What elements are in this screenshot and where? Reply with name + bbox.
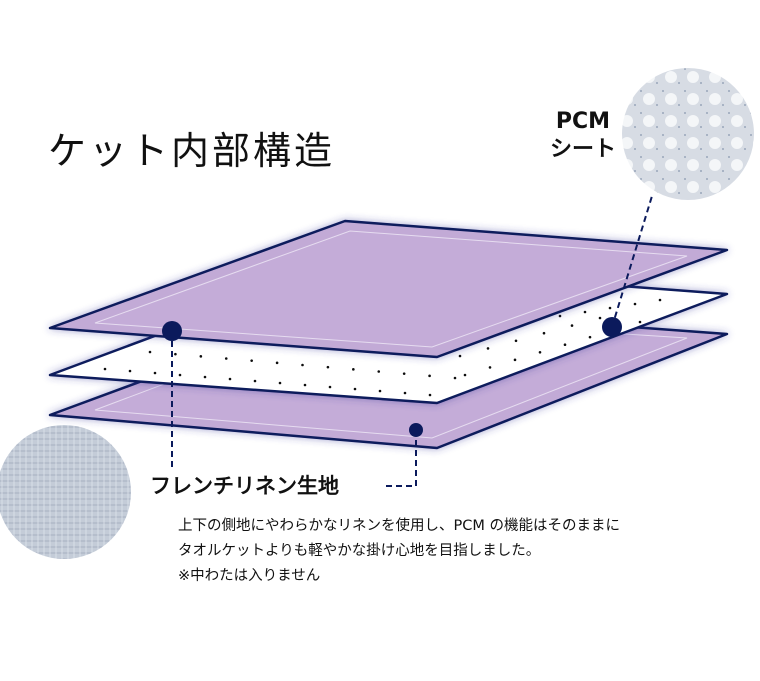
pcm-dot (598, 316, 602, 320)
page-title: ケット内部構造 (48, 129, 336, 173)
pcm-dot (542, 331, 546, 335)
pcm-dot (178, 373, 182, 377)
top-linen-sheet (48, 219, 729, 359)
pcm-dot (224, 357, 228, 360)
top-sheet-marker-dot (162, 321, 182, 341)
pcm-dot (103, 367, 107, 371)
description-line: 上下の側地にやわらかなリネンを使用し、PCM の機能はそのままに (178, 518, 620, 534)
pcm-dot (563, 343, 567, 347)
pcm-label-line1: PCM (555, 109, 611, 134)
pcm-dot (488, 366, 492, 369)
pcm-dot (638, 320, 642, 324)
pcm-dot (353, 387, 357, 391)
pcm-dot (570, 324, 574, 327)
pcm-leader-line (611, 195, 653, 328)
pcm-dot (174, 352, 177, 356)
pcm-dot (203, 375, 207, 379)
description-line: タオルケットよりも軽やかな掛け心地を目指しました。 (178, 543, 541, 559)
pcm-dot (253, 379, 257, 383)
pcm-dot (558, 314, 562, 318)
pcm-dot (458, 354, 462, 358)
linen-fabric-label: フレンチリネン生地 (150, 474, 339, 498)
pcm-dot (378, 389, 382, 393)
pcm-dot (275, 361, 279, 365)
linen-texture-image (0, 425, 131, 559)
pcm-dot (228, 377, 232, 381)
pcm-dot (463, 373, 467, 377)
pcm-dot (513, 358, 517, 362)
pcm-dot (199, 355, 203, 358)
pcm-dot (250, 359, 253, 362)
pcm-dot (403, 391, 407, 395)
pcm-dot (328, 385, 332, 389)
pcm-marker-dot (602, 317, 622, 337)
pcm-dot (278, 381, 282, 385)
pcm-dot (583, 310, 587, 314)
pcm-dot (301, 363, 304, 367)
description-text: 上下の側地にやわらかなリネンを使用し、PCM の機能はそのままに タオルケットよ… (178, 514, 620, 589)
pcm-dot (428, 393, 432, 397)
pcm-dot (303, 383, 307, 387)
pcm-dot (453, 376, 457, 380)
pcm-dot (377, 370, 381, 373)
pcm-dot (608, 306, 612, 310)
pcm-dot (538, 350, 542, 354)
pcm-dot (402, 372, 406, 375)
pcm-dot (486, 347, 490, 350)
pcm-dot (514, 339, 518, 343)
pcm-dot-pattern (103, 298, 662, 397)
pcm-dot (633, 302, 637, 306)
pcm-dot (128, 369, 132, 373)
pcm-sheet-texture-image (622, 68, 754, 200)
pcm-label-line2: シート (549, 137, 616, 162)
pcm-dot (428, 374, 431, 378)
pcm-sheet-label: PCM シート (538, 108, 628, 164)
pcm-dot (148, 350, 152, 354)
bottom-sheet-marker-dot (409, 423, 423, 437)
pcm-dot (153, 371, 157, 375)
pcm-dot (352, 368, 355, 371)
description-line: ※中わたは入りません (178, 568, 321, 584)
pcm-dot (658, 298, 662, 302)
bottom-sheet-leader-line (385, 430, 417, 487)
pcm-dot (326, 365, 330, 369)
pcm-dot (588, 335, 592, 339)
